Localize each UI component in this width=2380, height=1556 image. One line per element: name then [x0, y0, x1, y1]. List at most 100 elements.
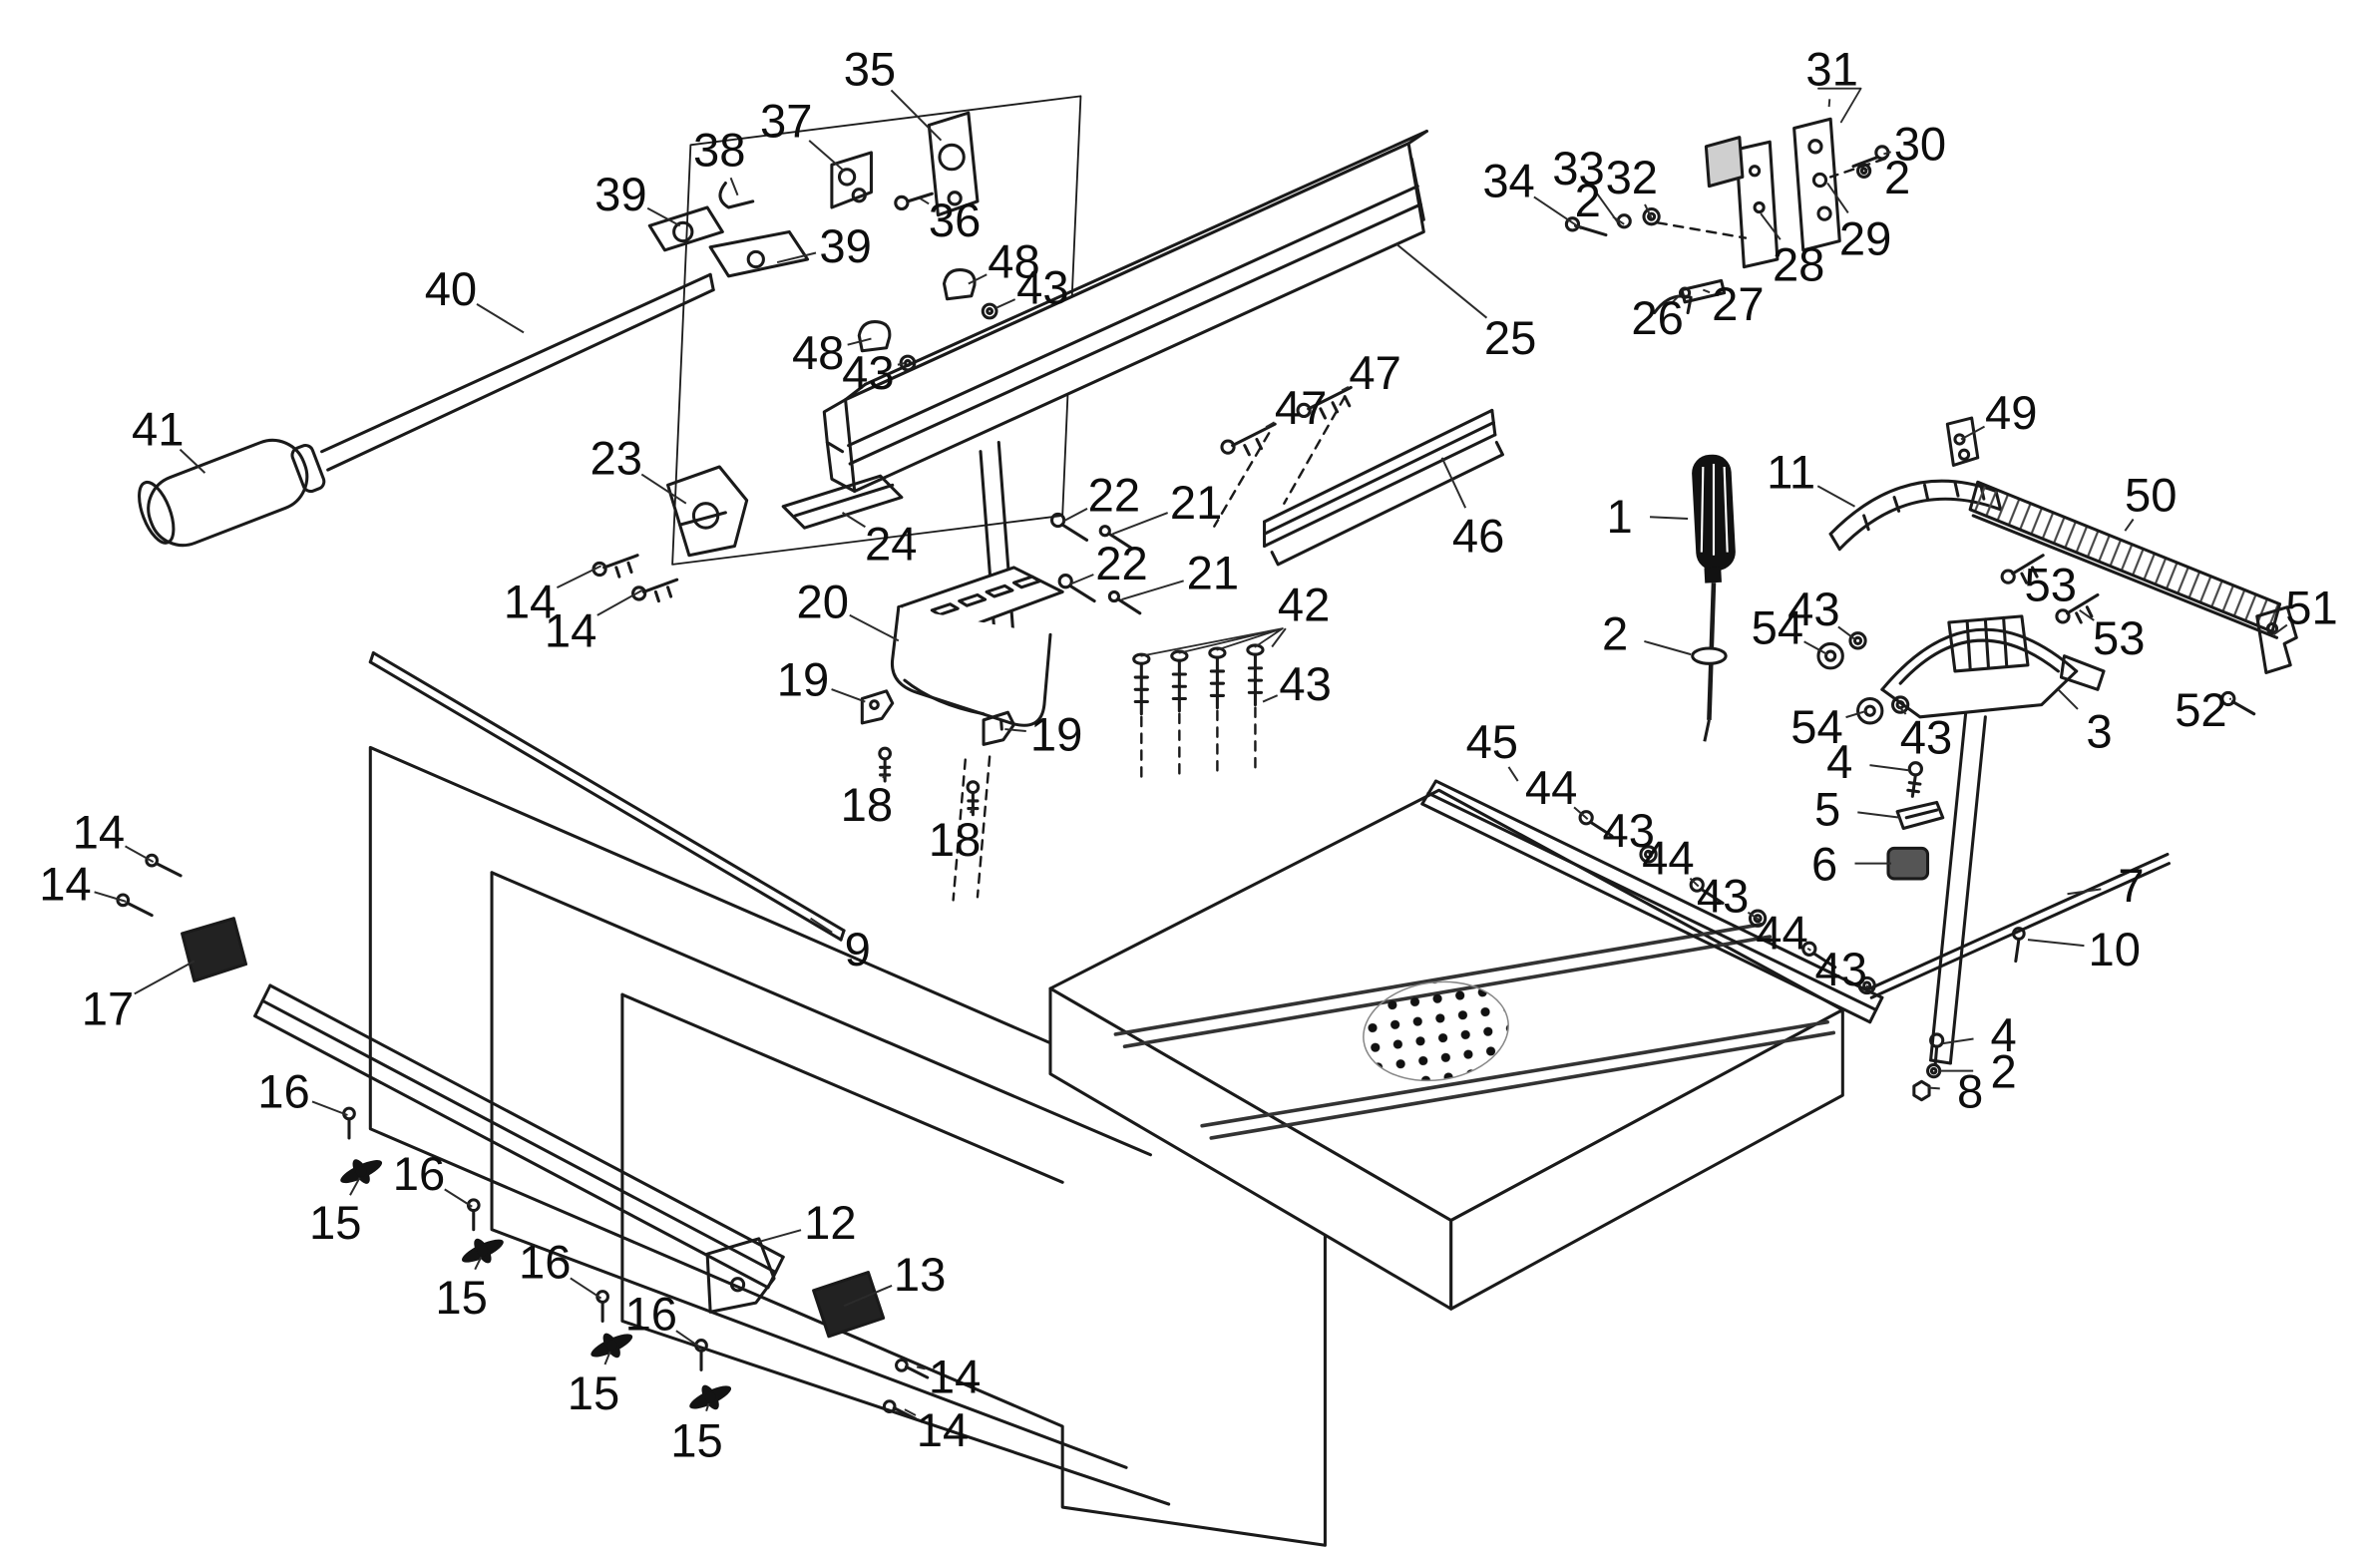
leader-line-54 [1845, 709, 1867, 719]
part-label-46: 46 [1452, 511, 1504, 564]
leader-line-1 [1649, 516, 1689, 520]
screwdriver-drawing [1691, 454, 1736, 742]
part-label-19: 19 [777, 653, 829, 706]
leader-line-26 [1672, 294, 1680, 303]
leader-line-50 [2124, 518, 2135, 532]
part-label-32: 32 [1606, 152, 1658, 204]
leader-line-15 [474, 1256, 483, 1271]
part-label-4: 4 [1826, 736, 1852, 789]
leader-line-44 [1806, 947, 1811, 952]
leader-line-39 [776, 251, 817, 264]
leader-line-10 [2027, 939, 2085, 948]
part-label-43: 43 [1697, 870, 1749, 923]
leader-line-43 [994, 298, 1016, 309]
leader-line-20 [849, 613, 900, 642]
part-label-43: 43 [1016, 261, 1068, 314]
part-label-16: 16 [625, 1289, 677, 1342]
leader-line-31 [1827, 99, 1831, 108]
leader-line-19 [1004, 728, 1026, 732]
leader-line-48 [847, 337, 872, 346]
part-label-43: 43 [1603, 805, 1655, 858]
part-label-8: 8 [1957, 1065, 1983, 1118]
part-label-3: 3 [2086, 705, 2112, 758]
part-label-48: 48 [792, 327, 844, 380]
leader-line-17 [134, 960, 196, 995]
leader-line-47 [1265, 421, 1276, 429]
leader-line-51 [2272, 623, 2288, 636]
rail-bracket-drawing [830, 111, 980, 217]
leader-line-41 [179, 448, 206, 474]
leader-lines [94, 89, 2288, 1416]
part-label-33: 33 [1552, 143, 1604, 195]
leader-line-16 [311, 1100, 348, 1116]
leader-line-43 [1747, 911, 1761, 922]
part-label-41: 41 [132, 403, 184, 456]
leader-line-18 [882, 774, 886, 779]
leader-line-46 [1440, 457, 1467, 509]
part-label-20: 20 [797, 576, 849, 628]
part-label-44: 44 [1642, 832, 1694, 885]
leader-line-43 [897, 362, 906, 366]
leader-line-44 [1573, 806, 1589, 821]
leader-line-14 [556, 565, 602, 589]
leader-line-15 [705, 1402, 710, 1412]
leader-line-22 [1069, 574, 1094, 585]
front-rail-drawing [1213, 385, 1504, 567]
part-label-15: 15 [670, 1414, 722, 1467]
leader-line-32 [1644, 203, 1653, 219]
leader-line-19 [831, 688, 866, 703]
part-label-19: 19 [1030, 708, 1082, 761]
part-label-38: 38 [693, 125, 745, 178]
part-label-51: 51 [2285, 582, 2337, 634]
leader-line-16 [675, 1330, 701, 1349]
leader-line-54 [1803, 640, 1828, 655]
leader-line-18 [969, 808, 975, 814]
part-label-49: 49 [1985, 387, 2037, 440]
part-label-54: 54 [1790, 701, 1842, 754]
part-label-4: 4 [1991, 1009, 2017, 1062]
part-label-30: 30 [1894, 118, 1946, 171]
leader-line-22 [1061, 507, 1088, 523]
leader-line-7 [2067, 888, 2102, 896]
leader-line-36 [919, 196, 930, 205]
part-label-7: 7 [2118, 860, 2144, 913]
part-label-36: 36 [929, 194, 981, 247]
leader-line-14 [94, 891, 127, 903]
miter-gauge-drawing [1816, 479, 2172, 1065]
part-label-14: 14 [39, 858, 91, 911]
part-label-10: 10 [2088, 924, 2140, 976]
leader-line-11 [1816, 485, 1855, 508]
leader-line-30 [1883, 151, 1891, 156]
leader-line-49 [1960, 425, 1985, 441]
part-label-50: 50 [2125, 469, 2177, 522]
part-label-43: 43 [1279, 658, 1331, 711]
leader-line-12 [758, 1229, 802, 1243]
part-label-22: 22 [1095, 538, 1147, 590]
leader-line-15 [349, 1177, 361, 1196]
leader-line-43 [1837, 625, 1856, 640]
part-label-21: 21 [1170, 477, 1222, 530]
part-label-14: 14 [545, 604, 596, 657]
part-label-44: 44 [1756, 907, 1807, 960]
part-label-53: 53 [2025, 559, 2077, 611]
leader-line-47 [1341, 385, 1350, 392]
bracket-23-24-drawing [592, 465, 904, 603]
part-label-48: 48 [988, 235, 1039, 288]
part-label-47: 47 [1275, 382, 1327, 435]
part-label-15: 15 [435, 1272, 487, 1325]
part-label-16: 16 [257, 1065, 309, 1118]
leader-line-35 [890, 89, 943, 142]
part-label-31: 31 [1805, 44, 1857, 97]
leader-line-43 [1262, 694, 1279, 703]
leader-line-38 [729, 177, 739, 196]
leader-line-5 [1857, 811, 1901, 819]
wing-knobs-drawing [340, 1159, 732, 1410]
leader-line-14 [904, 1408, 917, 1416]
leader-line-24 [842, 512, 866, 529]
leader-line-29 [1826, 182, 1849, 214]
leader-line-9 [810, 917, 833, 934]
leader-line-53 [2079, 608, 2095, 621]
screw-row-drawing [1132, 627, 1284, 783]
